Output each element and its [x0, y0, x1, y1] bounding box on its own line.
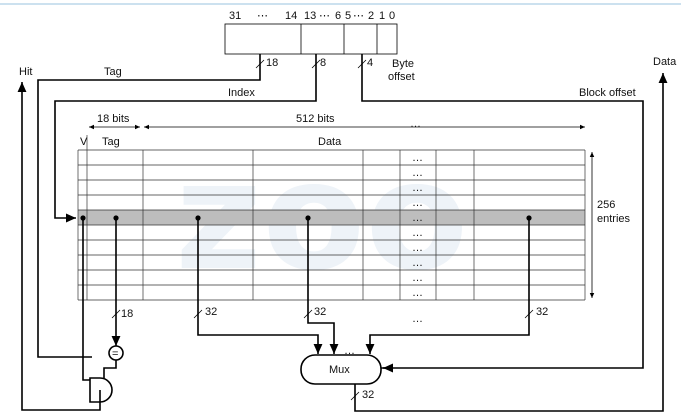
bit-dots-2: ⋯ [319, 10, 330, 22]
bit-2: 2 [368, 10, 374, 22]
data-output-slash [350, 391, 360, 401]
cache-array [77, 135, 586, 301]
bit-5: 5 [345, 10, 351, 22]
data-word-wire-3 [365, 218, 530, 354]
bit-dots-3: ⋯ [353, 10, 364, 22]
bit-13: 13 [304, 10, 316, 22]
bit-0: 0 [389, 10, 395, 22]
readout-wires: 18 32 32 32 … … [80, 215, 548, 381]
compare-to-and-wire [103, 360, 117, 378]
index-wire-slash [311, 59, 321, 69]
col-ellipsis-10: … [412, 287, 423, 299]
data-word-slash-1 [193, 309, 203, 319]
selected-row-highlight [78, 210, 585, 225]
col-ellipsis-1: … [412, 152, 423, 164]
tag-readout-slash [111, 309, 121, 319]
col-ellipsis-7: … [412, 242, 423, 254]
multiplexer: Mux [300, 354, 382, 385]
data-word-wire-2 [307, 218, 339, 354]
address-register [224, 23, 398, 55]
tag-wire-slash [255, 59, 265, 69]
index-wire [54, 54, 317, 223]
col-ellipsis-2: … [412, 167, 423, 179]
col-ellipsis-5: … [412, 212, 423, 224]
data-word-wire-1 [197, 218, 323, 354]
hit-wire [17, 82, 101, 411]
byte-offset-label: Byte offset [388, 58, 415, 83]
col-ellipsis-6: … [412, 227, 423, 239]
hit-label: Hit [19, 66, 32, 78]
block-offset-width: 4 [367, 57, 373, 69]
index-label: Index [228, 87, 255, 99]
byte-offset-line-1: Byte [392, 58, 414, 70]
tag-label: Tag [104, 66, 122, 78]
top-ellipsis: … [410, 118, 421, 130]
mux-input-ellipsis: … [344, 345, 355, 357]
byte-offset-line-2: offset [388, 71, 415, 83]
index-wire-width: 8 [320, 57, 326, 69]
bus-ellipsis: … [412, 313, 423, 325]
block-offset-slash [357, 59, 367, 69]
col-ellipsis-3: … [412, 182, 423, 194]
tag-header: Tag [102, 136, 120, 148]
bit-dots-1: ⋯ [257, 10, 268, 22]
data-output-width: 32 [362, 389, 374, 401]
tag-comparator: = [103, 345, 124, 378]
data-label: Data [653, 56, 677, 68]
address-bits: 31 ⋯ 14 13 ⋯ 6 5 ⋯ 2 1 0 [229, 10, 395, 22]
column-ellipses: … … … … … … … … … … [412, 152, 423, 299]
data-word-slash-3 [524, 309, 534, 319]
v-header: V [80, 136, 88, 148]
mux-body [300, 354, 382, 385]
tag-readout-width: 18 [121, 308, 133, 320]
comparator-symbol: = [112, 348, 118, 360]
data-output-wire [354, 73, 668, 412]
block-offset-label: Block offset [579, 87, 636, 99]
data-header: Data [318, 136, 342, 148]
bit-14: 14 [285, 10, 297, 22]
bit-6: 6 [335, 10, 341, 22]
bit-1: 1 [379, 10, 385, 22]
entries-count: 256 [597, 199, 615, 211]
data-word-width-1: 32 [205, 306, 217, 318]
bits-18-label: 18 bits [97, 113, 130, 125]
tag-wire-width: 18 [266, 57, 278, 69]
bits-512-label: 512 bits [296, 113, 335, 125]
bit-31: 31 [229, 10, 241, 22]
tag-wire [37, 54, 261, 358]
and-gate [89, 377, 113, 403]
col-ellipsis-8: … [412, 257, 423, 269]
valid-wire [82, 218, 90, 381]
data-word-width-2: 32 [314, 306, 326, 318]
data-word-width-3: 32 [536, 306, 548, 318]
entries-label: entries [597, 213, 631, 225]
data-word-slash-2 [303, 309, 313, 319]
block-offset-wire [361, 54, 644, 369]
col-ellipsis-4: … [412, 197, 423, 209]
col-ellipsis-9: … [412, 272, 423, 284]
mux-label: Mux [329, 364, 350, 376]
